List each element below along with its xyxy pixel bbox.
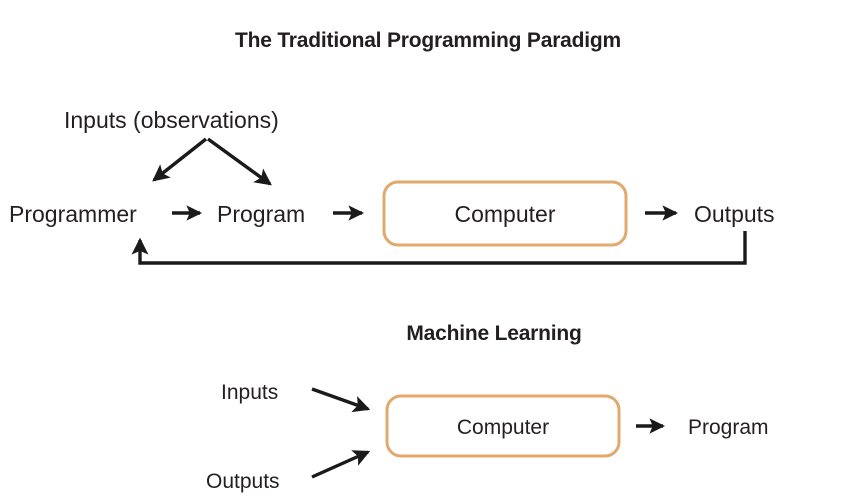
node-label-inputs-ml: Inputs (221, 381, 278, 404)
node-label-inputs-observations: Inputs (observations) (64, 107, 279, 133)
arrow-inputs-to-programmer (152, 137, 208, 182)
node-label-program: Program (217, 201, 305, 227)
node-label-program-ml: Program (688, 416, 769, 439)
node-label-outputs-ml: Outputs (206, 470, 280, 493)
node-label-computer-traditional: Computer (455, 201, 556, 227)
arrow-inputs-to-program (207, 137, 272, 186)
node-label-outputs-traditional: Outputs (694, 201, 775, 227)
node-label-programmer: Programmer (9, 201, 137, 227)
arrow-outputs-to-computer-ml (311, 450, 371, 479)
arrow-inputs-to-computer-ml (311, 387, 371, 413)
computer-box-ml (385, 394, 621, 458)
node-label-computer-ml: Computer (457, 416, 549, 439)
feedback-loop-outputs-to-programmer (131, 231, 747, 265)
machine-learning-title: Machine Learning (406, 322, 581, 345)
traditional-paradigm-title: The Traditional Programming Paradigm (235, 29, 621, 52)
computer-box-traditional (382, 180, 628, 247)
